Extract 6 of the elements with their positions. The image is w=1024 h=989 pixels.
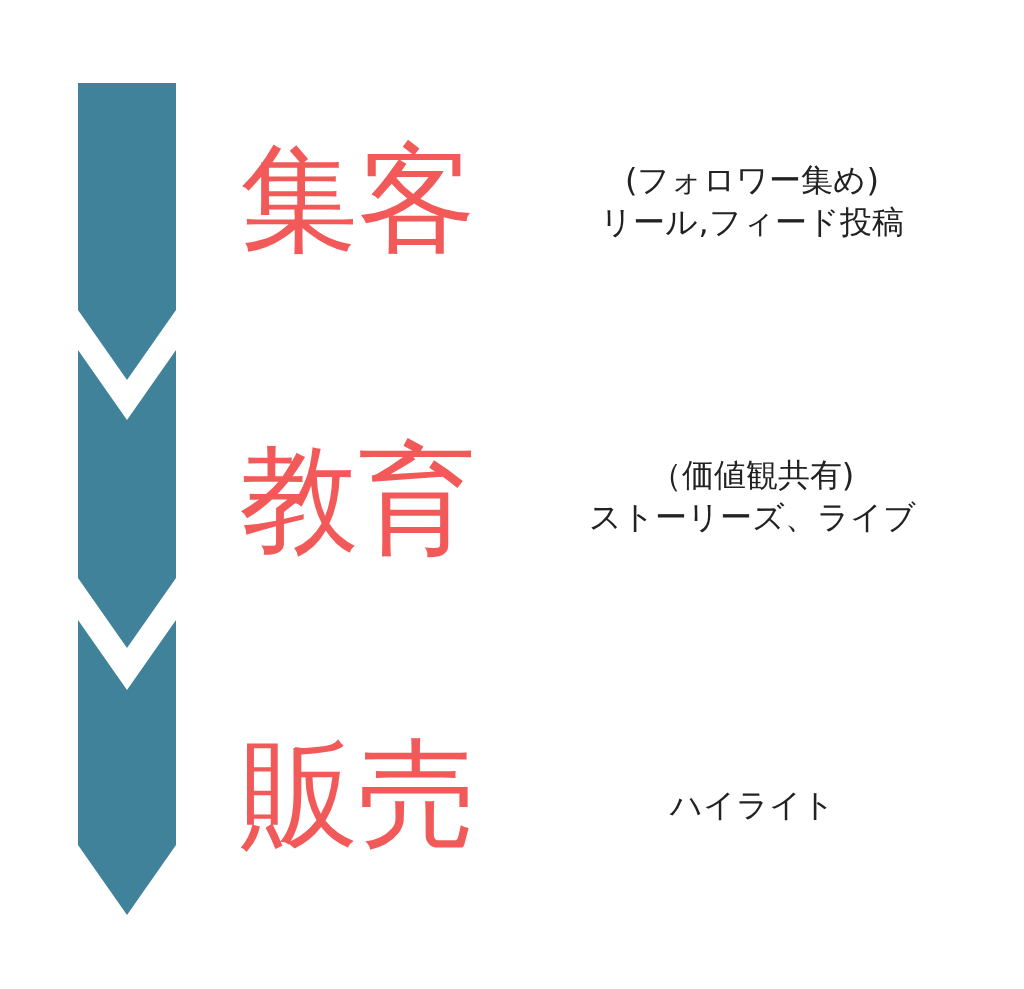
stage-heading: 販売 [240, 735, 476, 853]
stage-heading: 集客 [240, 140, 476, 258]
stage-heading: 教育 [240, 440, 476, 558]
stage-description: （価値観共有)ストーリーズ、ライブ [588, 455, 916, 538]
stage-description: (フォロワー集め)リール,フィード投稿 [600, 160, 904, 243]
stage-description: ハイライト [669, 785, 835, 826]
